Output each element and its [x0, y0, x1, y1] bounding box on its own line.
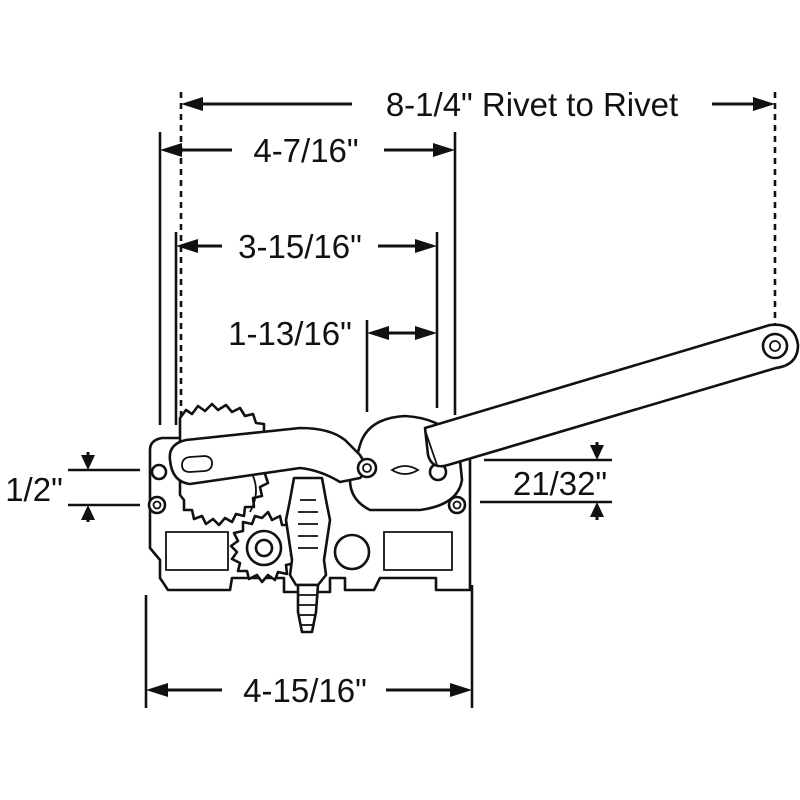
dimension-4-15-16: 4-15/16"	[146, 672, 472, 709]
label-3-15-16: 3-15/16"	[238, 228, 362, 265]
dimension-rivet-to-rivet: 8-1/4" Rivet to Rivet	[181, 86, 775, 123]
arrowhead-up	[81, 505, 95, 520]
arrowhead-right	[433, 143, 455, 157]
dimension-3-15-16: 3-15/16"	[176, 228, 437, 265]
label-4-7-16: 4-7/16"	[253, 132, 358, 169]
window-operator-illustration	[147, 323, 800, 634]
label-rivet-to-rivet: 8-1/4" Rivet to Rivet	[386, 86, 678, 123]
main-arm-end-rivet	[761, 332, 789, 360]
spline-shaft	[296, 583, 320, 634]
main-arm	[423, 323, 800, 468]
short-link-rivet	[356, 457, 378, 479]
arrowhead-left	[160, 143, 182, 157]
dimension-4-7-16: 4-7/16"	[160, 132, 455, 169]
arrowhead-up	[590, 502, 604, 517]
extension-lines	[68, 92, 777, 708]
arrowhead-right	[450, 683, 472, 697]
arrowhead-right	[753, 97, 775, 111]
main-arm-end-rivet-inner	[769, 340, 781, 352]
mount-hole-left-upper	[150, 463, 168, 481]
short-link-slot	[181, 455, 213, 473]
arrowhead-down	[81, 455, 95, 470]
worm-housing	[284, 476, 332, 587]
base-recess-left	[165, 531, 229, 571]
main-arm-joint-line	[424, 429, 438, 466]
label-half-inch: 1/2"	[5, 471, 63, 508]
base-center-hole	[333, 533, 371, 571]
mount-hole-left-inner	[152, 500, 162, 510]
arrowhead-down	[590, 445, 604, 460]
arrowhead-left	[146, 683, 168, 697]
mount-hole-left	[147, 495, 167, 515]
arrowhead-left	[176, 239, 198, 253]
dimension-21-32: 21/32"	[513, 442, 607, 520]
arrowhead-right	[415, 326, 437, 340]
arrowhead-right	[415, 239, 437, 253]
mount-hole-right-inner	[452, 500, 462, 510]
arrowhead-left	[367, 326, 389, 340]
label-1-13-16: 1-13/16"	[228, 315, 352, 352]
label-4-15-16: 4-15/16"	[243, 672, 367, 709]
dimension-half-inch: 1/2"	[5, 452, 95, 522]
arrowhead-left	[181, 97, 203, 111]
mount-hole-right	[447, 495, 467, 515]
dimension-1-13-16: 1-13/16"	[228, 315, 437, 352]
pivot-boss-slot	[390, 465, 420, 475]
base-recess-right	[383, 531, 453, 571]
short-link-rivet-inner	[362, 463, 372, 473]
pinion-gear-bore	[254, 538, 274, 558]
label-21-32: 21/32"	[513, 465, 607, 502]
